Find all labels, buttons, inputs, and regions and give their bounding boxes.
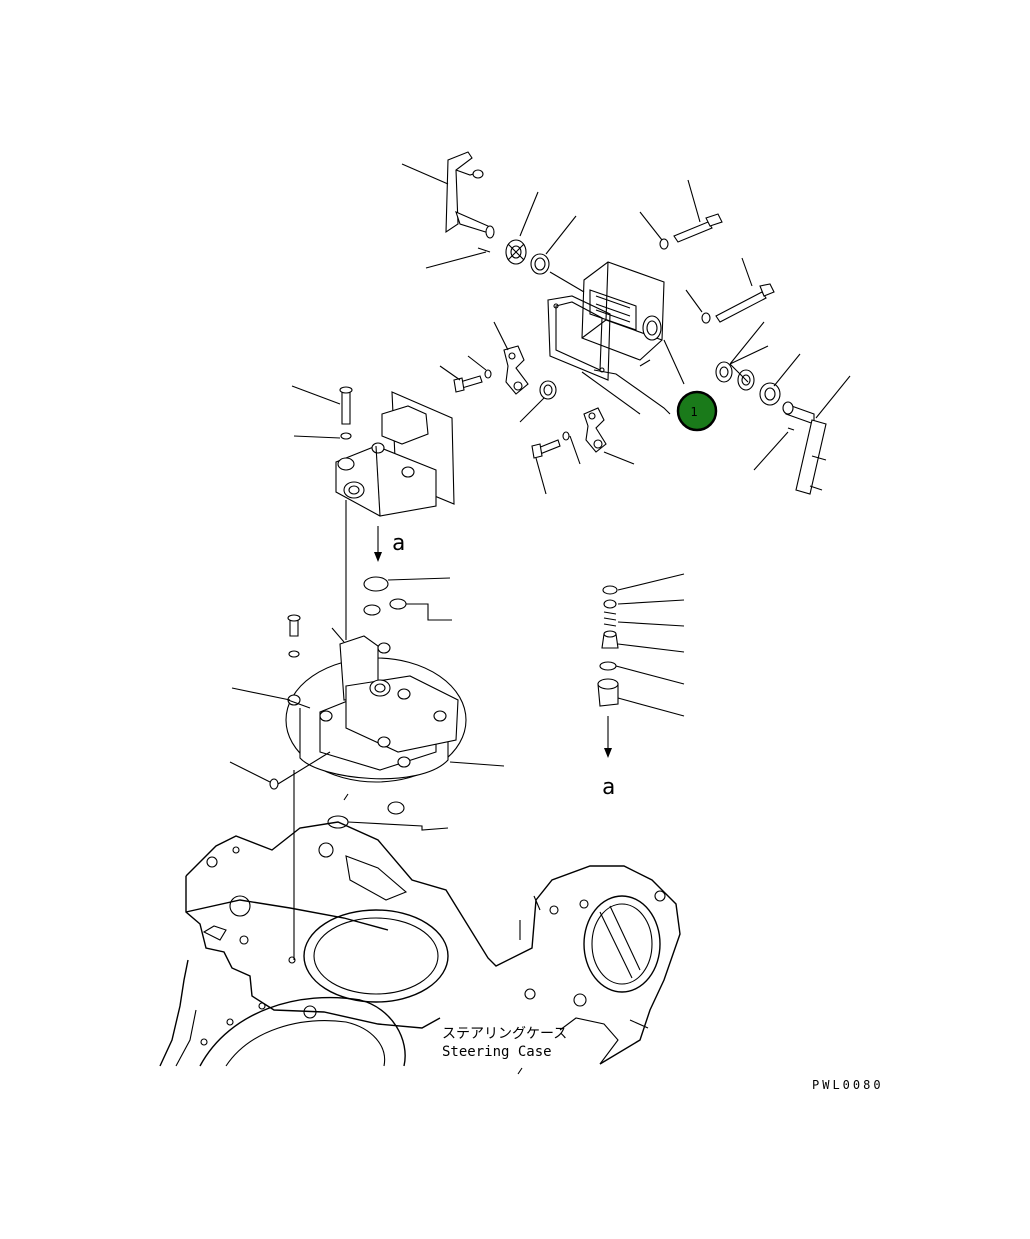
valve-stack: [597, 585, 619, 707]
bolt-mid-right: [531, 431, 570, 459]
lever-right: [782, 401, 827, 495]
rocker-right: [583, 407, 607, 453]
bolt-mid-left: [453, 369, 492, 393]
callout-1-marker[interactable]: 1: [676, 390, 718, 432]
gear-small: [505, 239, 527, 265]
callout-1-label: 1: [690, 405, 697, 419]
lever-left: [445, 151, 495, 253]
assembly-line-3: [343, 793, 349, 801]
drawing-code: PWL0080: [812, 1078, 884, 1092]
cover-plate: [285, 635, 467, 783]
leader-lines: [229, 163, 851, 783]
seal-group-upper: [363, 576, 452, 621]
bearing-right: [759, 382, 781, 406]
bolt-left-lower: [287, 614, 301, 658]
bushing-right-1: [715, 361, 733, 383]
ref-arrow-right: [604, 716, 612, 758]
case-label-leader: [517, 1067, 523, 1075]
ref-label-a-right: a: [602, 775, 615, 800]
ref-arrow-top: [374, 526, 382, 562]
rocker-left: [503, 345, 529, 395]
screw-small: [269, 751, 331, 790]
housing-block: [581, 261, 665, 361]
bolt-top-1: [659, 213, 723, 250]
bushing-1: [530, 253, 550, 275]
steering-case: [159, 821, 681, 1067]
valve-body: [335, 386, 455, 517]
ref-label-a-top: a: [392, 531, 405, 556]
bolt-top-2: [701, 283, 775, 324]
bushing-mid: [539, 380, 557, 400]
case-label-jp: ステアリングケース: [442, 1026, 567, 1042]
case-label-en: Steering Case: [442, 1044, 552, 1060]
gasket: [547, 295, 611, 381]
